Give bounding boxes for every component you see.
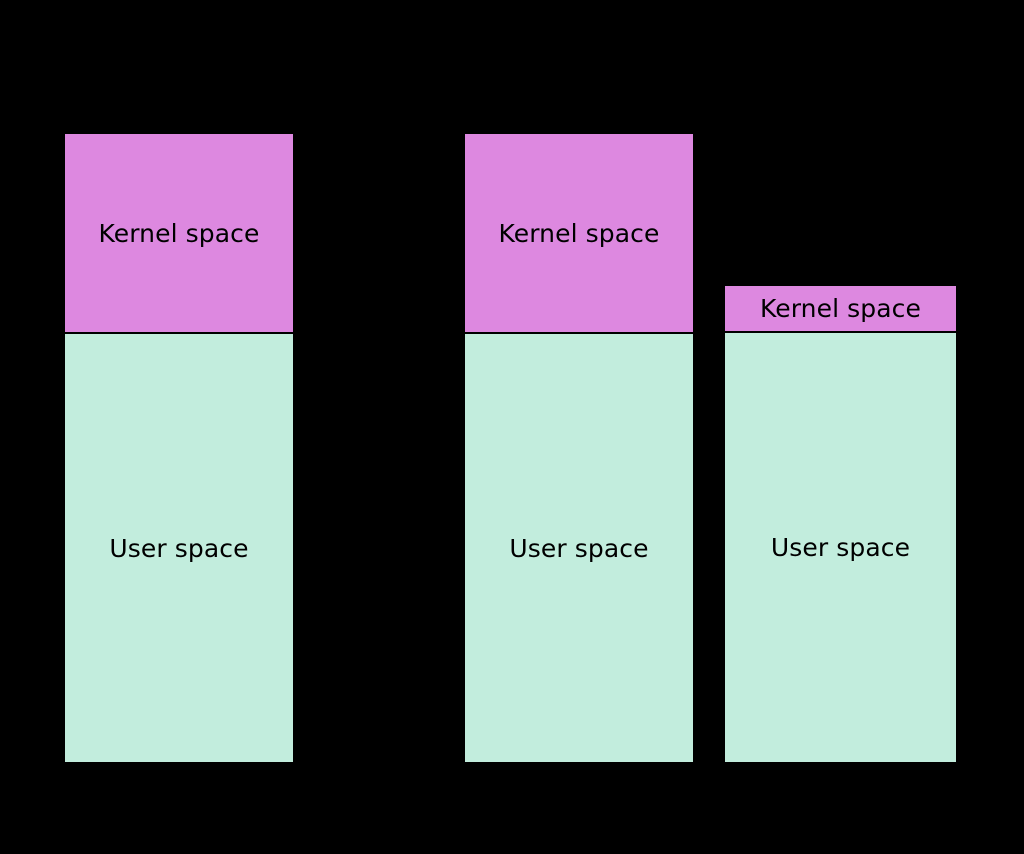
user-space-block-3: User space xyxy=(724,332,957,763)
user-space-label-1: User space xyxy=(109,533,249,563)
memory-column-2: Kernel space User space xyxy=(464,133,694,763)
kernel-space-label-1: Kernel space xyxy=(98,218,260,248)
memory-column-3: Kernel space User space xyxy=(724,285,957,763)
kernel-space-block-3: Kernel space xyxy=(724,285,957,332)
kernel-space-label-2: Kernel space xyxy=(498,218,660,248)
memory-column-1: Kernel space User space xyxy=(64,133,294,763)
kernel-space-label-3: Kernel space xyxy=(759,294,922,323)
kernel-space-block-1: Kernel space xyxy=(64,133,294,333)
user-space-label-3: User space xyxy=(770,533,911,562)
kernel-space-block-2: Kernel space xyxy=(464,133,694,333)
user-space-block-1: User space xyxy=(64,333,294,763)
user-space-label-2: User space xyxy=(509,533,649,563)
user-space-block-2: User space xyxy=(464,333,694,763)
